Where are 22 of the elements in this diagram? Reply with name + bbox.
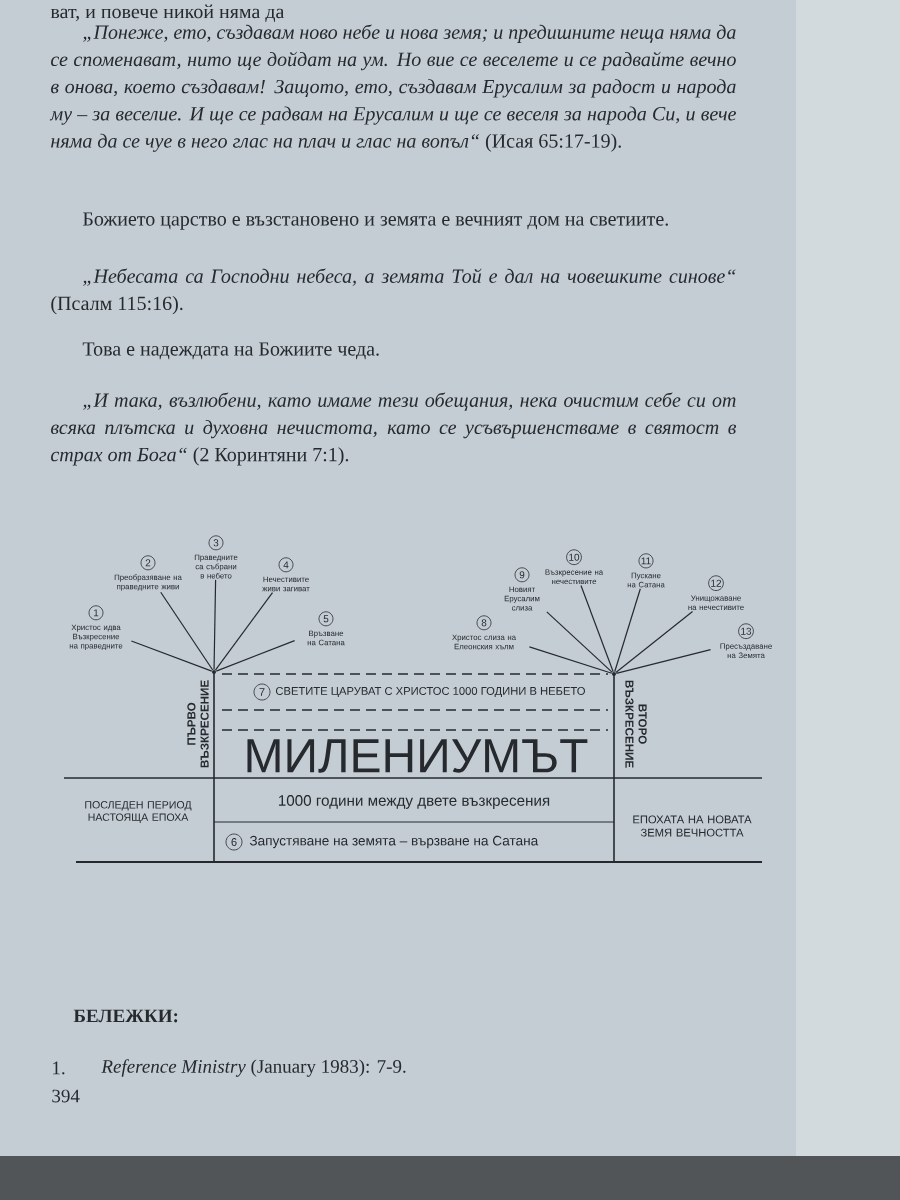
paragraph: Това е надеждата на Божиите чеда.: [82, 342, 379, 360]
notes-heading: БЕЛЕЖКИ:: [73, 1009, 178, 1023]
fan-line: [546, 611, 613, 673]
page-number: 394: [52, 1089, 80, 1103]
paragraph: ват, и повече никой няма да: [50, 4, 285, 22]
fan-line: [214, 592, 274, 671]
paragraph: Божието царство е възстановено и земята е вечният дом на светиите.: [82, 212, 668, 230]
fan-line: [615, 610, 694, 674]
fan-line: [528, 646, 613, 674]
paragraph: „Понеже, ето, създавам ново небе и нова земя; и предишните неща няма да се споменават, нито ще дойдат на ум. Но вие се веселете и се радвайте вечно в онова, което създавам! Защото, ето, създавам Ерусалим за радост и народа му – за веселие. И ще се радвам на Ерусалим и ще се веселя за народа Си, и вече няма да се чуе в него глас на плач и глас на вопъл“ (Исая 65:17-19).: [49, 24, 736, 152]
fan-line: [160, 591, 214, 671]
note-number: 1.: [53, 1061, 65, 1075]
fan-line: [615, 649, 712, 675]
fan-line: [215, 640, 296, 672]
fan-line: [213, 579, 217, 671]
fan-line: [614, 588, 641, 673]
note-text: Reference Ministry (January 1983): 7-9.: [101, 1059, 406, 1077]
paragraph: „Небесата са Господни небеса, а земята Той е дал на човешките синове“ (Псалм 115:16).: [51, 268, 736, 315]
fan-line: [130, 640, 213, 672]
fan-line: [580, 584, 614, 673]
paragraph: „И така, възлюбени, като имаме тези обещания, нека очистим себе си от всяка плътска и духовна нечистота, като се усъвършенстваме в святост в страх от Бога“ (2 Коринтяни 7:1).: [51, 392, 737, 466]
millennium-title: МИЛЕНИУМЪТ: [247, 739, 588, 773]
